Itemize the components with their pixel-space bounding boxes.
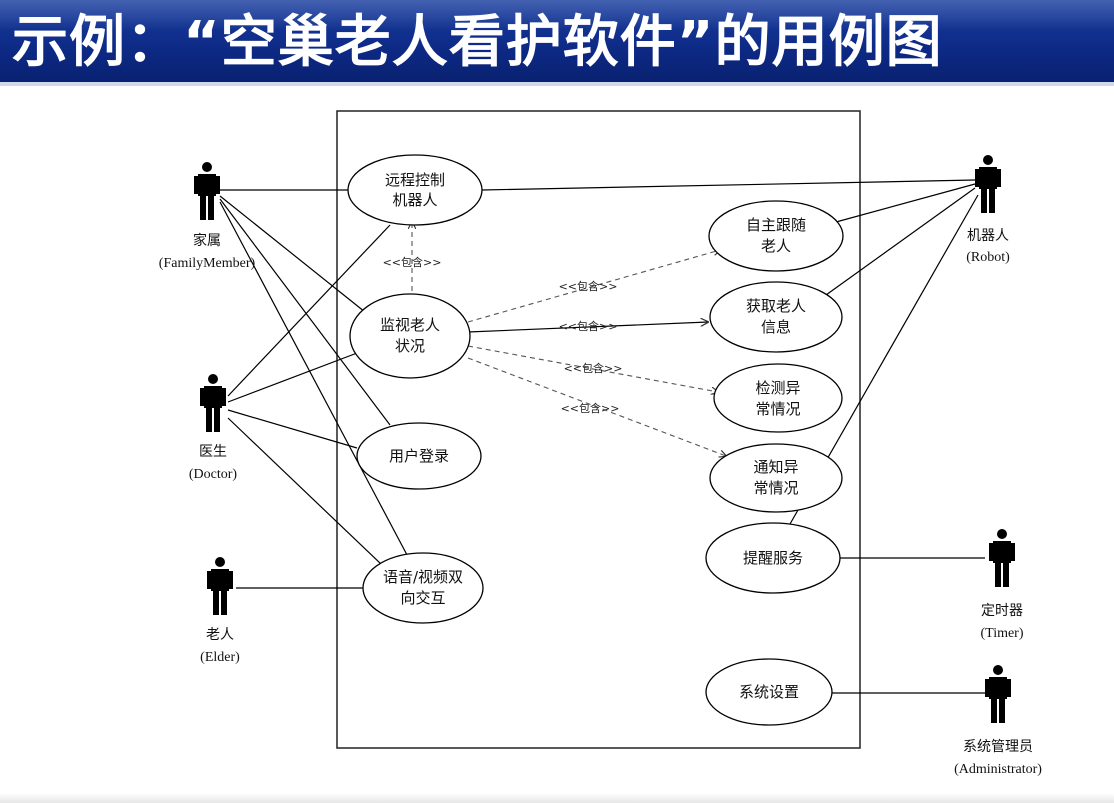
system-boundary [336, 110, 861, 749]
actors: 家属 (FamilyMember) 医生 (Doctor) 老人 (Elder)… [159, 155, 1042, 777]
actor-name: 定时器 [981, 603, 1023, 619]
include-label-remote: <<包含>> [383, 255, 442, 269]
use-case-follow-elder: 自主跟随 老人 [708, 200, 844, 272]
slide-footer-bar [0, 793, 1114, 803]
actor-name: 医生 [199, 444, 227, 460]
use-case-voice-video: 语音/视频双 向交互 [362, 552, 484, 624]
use-case-label: 提醒服务 [743, 549, 803, 567]
use-case-notify-abnormal: 通知异 常情况 [709, 443, 843, 513]
use-case-label: 自主跟随 [746, 216, 806, 234]
use-case-label: 老人 [761, 237, 791, 255]
use-case-label: 向交互 [400, 589, 445, 607]
use-case-label: 常情况 [755, 400, 800, 418]
actor-role: (FamilyMember) [159, 256, 256, 271]
use-case-label: 状况 [395, 337, 425, 355]
use-case-detect-abnormal: 检测异 常情况 [713, 363, 843, 433]
use-case-label: 通知异 [753, 458, 798, 476]
slide-header: 示例：“空巢老人看护软件”的用例图 [0, 0, 1114, 86]
use-case-label: 常情况 [753, 479, 798, 497]
actor-role: (Doctor) [189, 467, 238, 482]
actor-family-member: 家属 (FamilyMember) [159, 162, 256, 271]
actor-role: (Robot) [966, 250, 1010, 265]
use-case-label: 语音/视频双 [383, 568, 463, 586]
include-labels: <<包含>> <<包含>> <<包含>> <<包含>> <<包含>> [383, 255, 623, 415]
use-case-label: 系统设置 [739, 683, 799, 701]
actor-administrator: 系统管理员 (Administrator) [954, 665, 1042, 777]
actor-role: (Administrator) [954, 762, 1042, 777]
use-case-label: 信息 [761, 318, 791, 336]
use-case-reminder: 提醒服务 [705, 522, 841, 594]
use-case-user-login: 用户登录 [356, 422, 482, 490]
actor-name: 机器人 [967, 228, 1009, 244]
actor-timer: 定时器 (Timer) [980, 529, 1024, 641]
use-case-label: 监视老人 [380, 316, 440, 334]
actor-robot: 机器人 (Robot) [966, 155, 1010, 265]
actor-role: (Elder) [200, 650, 240, 665]
actor-role: (Timer) [980, 626, 1023, 641]
use-case-label: 用户登录 [389, 447, 449, 465]
include-dependencies [412, 222, 726, 456]
include-label-follow: <<包含>> [559, 279, 618, 293]
use-case-label: 机器人 [392, 191, 437, 209]
use-case-label: 获取老人 [746, 297, 806, 315]
include-label-notify: <<包含>> [561, 401, 620, 415]
use-case-system-settings: 系统设置 [705, 658, 833, 726]
use-case-label: 远程控制 [385, 171, 445, 189]
include-label-detect: <<包含>> [564, 361, 623, 375]
use-case-get-info: 获取老人 信息 [709, 281, 843, 353]
use-case-remote-control: 远程控制 机器人 [347, 154, 483, 226]
actor-elder: 老人 (Elder) [200, 557, 240, 665]
include-label-getinfo: <<包含>> [559, 319, 618, 333]
header-divider [0, 82, 1114, 86]
use-cases: 远程控制 机器人 监视老人 状况 用户登录 语音/视频双 向交互 自主跟随 老人… [347, 154, 844, 726]
use-case-monitor-elder: 监视老人 状况 [349, 293, 471, 379]
header-sheen [0, 0, 1114, 30]
use-case-label: 检测异 [755, 379, 800, 397]
actor-name: 老人 [206, 627, 234, 643]
actor-doctor: 医生 (Doctor) [189, 374, 238, 482]
slide-title: 示例：“空巢老人看护软件”的用例图 [12, 10, 943, 75]
associations [219, 179, 985, 694]
actor-name: 家属 [193, 232, 221, 249]
actor-name: 系统管理员 [963, 739, 1033, 755]
